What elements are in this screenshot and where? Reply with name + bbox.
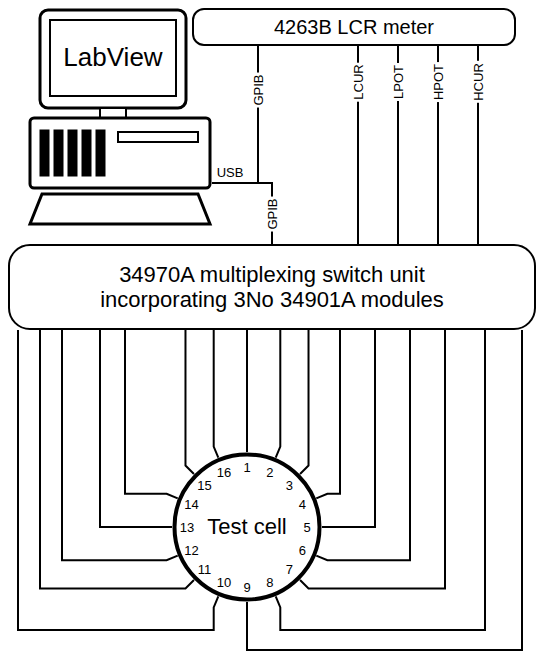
cell-wire xyxy=(322,330,375,527)
pin-number: 3 xyxy=(286,478,293,491)
gpib-cable xyxy=(212,46,258,183)
instrument-box: 4263B LCR meter xyxy=(192,8,516,46)
pin-number: 11 xyxy=(198,563,212,576)
signal-label: HCUR xyxy=(471,61,486,103)
cell-wire xyxy=(125,330,178,498)
cell-wire xyxy=(40,330,194,589)
cell-wire xyxy=(316,330,340,498)
pin-number: 12 xyxy=(184,543,198,556)
switch-unit-box: 34970A multiplexing switch unit incorpor… xyxy=(8,244,536,330)
node-text: LabView xyxy=(63,43,162,73)
pin-number: 9 xyxy=(243,581,250,594)
pin-number: 7 xyxy=(286,563,293,576)
pin-number: 13 xyxy=(180,521,194,534)
node-text: 34970A multiplexing switch unit incorpor… xyxy=(67,262,477,313)
pin-number: 6 xyxy=(299,543,306,556)
cell-wire xyxy=(300,330,308,474)
pin-number: 15 xyxy=(197,478,211,491)
pin-number: 16 xyxy=(217,465,231,478)
cell-wire xyxy=(276,330,485,630)
test-cell-circle: Test cell xyxy=(172,452,322,602)
cell-wire xyxy=(18,330,218,630)
signal-label: HPOT xyxy=(431,62,446,102)
node-text: 4263B LCR meter xyxy=(274,16,434,39)
signal-label: GPIB xyxy=(251,72,266,107)
signal-label: LCUR xyxy=(351,62,366,101)
signal-label: LPOT xyxy=(391,63,406,101)
computer-icon: LabView xyxy=(28,8,212,230)
pin-number: 5 xyxy=(303,521,310,534)
cell-wire xyxy=(214,330,219,458)
computer-drawing xyxy=(30,10,210,224)
signal-label: GPIB xyxy=(265,196,280,231)
pin-number: 4 xyxy=(299,498,306,511)
pin-number: 14 xyxy=(184,498,198,511)
cell-wire xyxy=(316,330,410,560)
cell-wire xyxy=(276,330,281,458)
pin-number: 10 xyxy=(217,576,231,589)
cell-wire xyxy=(62,330,178,560)
cell-wire xyxy=(185,330,193,474)
port-label: USB xyxy=(217,166,244,179)
gpib-cable xyxy=(212,183,272,244)
cell-wire xyxy=(300,330,445,589)
pin-number: 2 xyxy=(266,465,273,478)
node-text: Test cell xyxy=(207,514,286,539)
cell-wire xyxy=(246,330,248,452)
cell-wire xyxy=(100,330,172,527)
cell-wire xyxy=(247,330,522,650)
pin-number: 1 xyxy=(243,461,250,474)
pin-number: 8 xyxy=(266,576,273,589)
